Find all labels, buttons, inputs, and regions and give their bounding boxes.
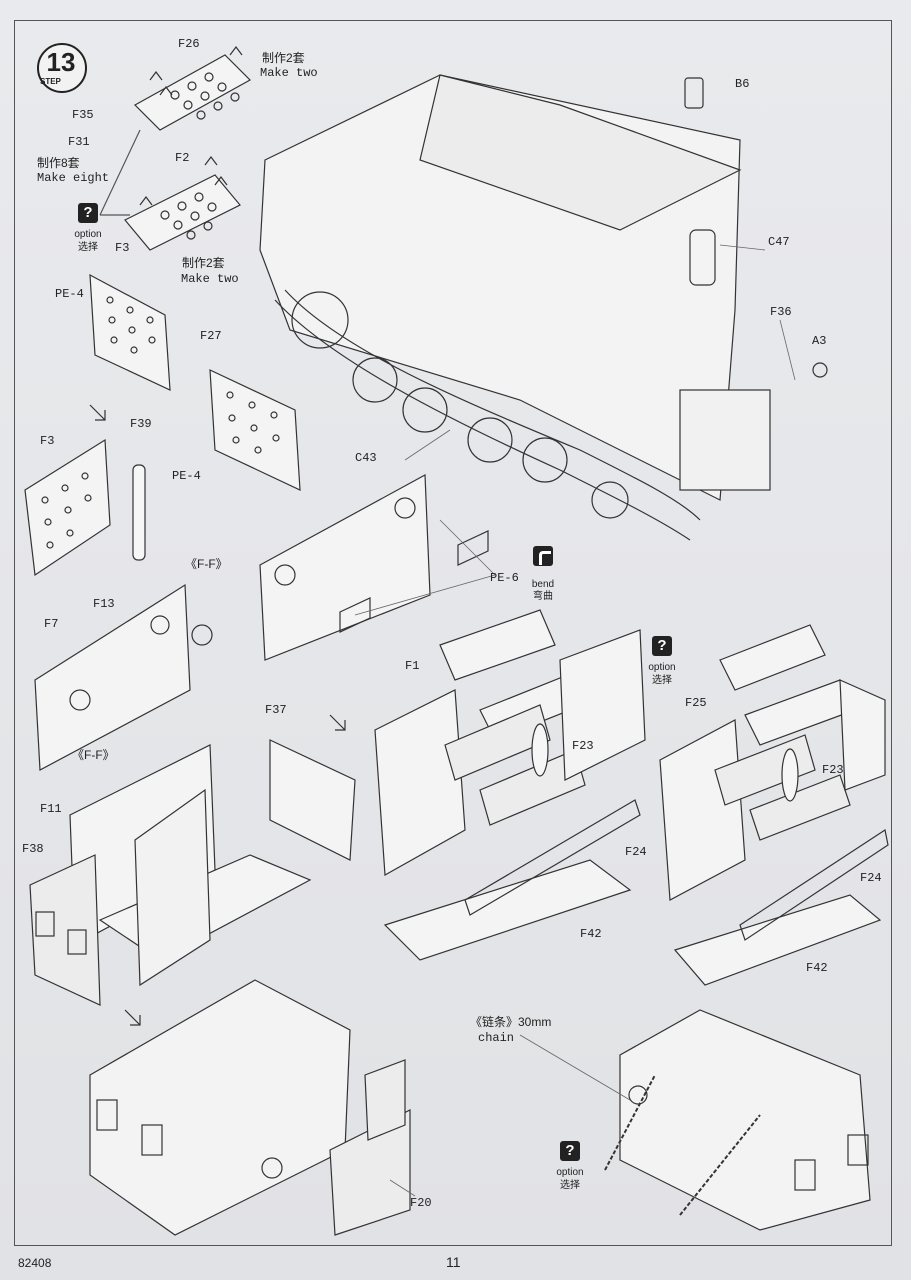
step-number: 13 (46, 47, 76, 77)
step-word: STEP (40, 77, 61, 86)
question-icon: ? (652, 636, 672, 656)
label-c43: C43 (355, 451, 377, 465)
label-make-two-cn-2: 制作2套 (182, 256, 225, 270)
label-f20: F20 (410, 1196, 432, 1210)
bend-icon (533, 546, 553, 566)
label-f3-b: F3 (40, 434, 55, 448)
label-make-two-cn-1: 制作2套 (262, 51, 305, 65)
f11-box-art (29, 739, 356, 1006)
label-f23-a: F23 (572, 739, 594, 753)
label-f2: F2 (175, 151, 190, 165)
label-f36: F36 (770, 305, 792, 319)
label-a3: A3 (812, 334, 827, 348)
label-make-eight-en: Make eight (37, 171, 110, 185)
label-b6: B6 (735, 77, 750, 91)
label-bend-cn: 弯曲 (533, 591, 553, 602)
label-f37: F37 (265, 703, 287, 717)
step-badge-art (37, 43, 87, 93)
label-f25: F25 (685, 696, 707, 710)
label-f35: F35 (72, 108, 94, 122)
label-f26: F26 (178, 37, 200, 51)
option-label-cn: 选择 (78, 242, 98, 253)
question-icon: ? (78, 203, 98, 223)
label-f11: F11 (40, 802, 62, 816)
label-pe4-b: PE-4 (172, 469, 201, 483)
vehicle-hull-art (259, 74, 828, 541)
label-f24-b: F24 (860, 871, 882, 885)
label-f1: F1 (405, 659, 420, 673)
label-ff-bottom: 《F-F》 (72, 748, 115, 762)
label-ff-top: 《F-F》 (185, 557, 228, 571)
label-f23-b: F23 (822, 763, 844, 777)
bottom-left-box-art (89, 979, 411, 1236)
label-f31: F31 (68, 135, 90, 149)
label-f7: F7 (44, 617, 59, 631)
step-marker: 13 STEP (36, 44, 86, 94)
f3-panel-art (89, 273, 171, 391)
label-make-two-en-1: Make two (260, 66, 318, 80)
f27-panel-art (209, 369, 301, 491)
label-f3-a: F3 (115, 241, 130, 255)
label-make-two-en-2: Make two (181, 272, 239, 286)
f2-plate-art (124, 156, 241, 251)
label-chain-cn: 《链条》30mm (470, 1015, 552, 1029)
page-number: 11 (446, 1254, 461, 1270)
f26-plate-art (134, 46, 251, 131)
f25-rack-art (659, 624, 889, 986)
label-f42-a: F42 (580, 927, 602, 941)
page-frame (14, 20, 892, 1246)
label-f24-a: F24 (625, 845, 647, 859)
label-pe6: PE-6 (490, 571, 519, 585)
label-f13: F13 (93, 597, 115, 611)
label-bend-en: bend (531, 579, 555, 590)
label-make-eight-cn: 制作8套 (37, 156, 80, 170)
option-label-en: option (648, 662, 676, 673)
pe6-assembly-art (259, 474, 489, 661)
option-label-en: option (74, 229, 102, 240)
bottom-right-box-art (604, 1009, 871, 1231)
label-chain-en: chain (478, 1031, 515, 1045)
label-f38: F38 (22, 842, 44, 856)
f7-assembly-art (34, 583, 213, 771)
label-f39: F39 (130, 417, 152, 431)
product-code: 82408 (18, 1256, 52, 1270)
option-label-en: option (556, 1167, 584, 1178)
f3-panel-b-art (24, 438, 146, 577)
option-label-cn: 选择 (560, 1180, 580, 1191)
f1-rack-art (374, 609, 646, 961)
label-c47: C47 (768, 235, 790, 249)
option-label-cn: 选择 (652, 675, 672, 686)
label-f42-b: F42 (806, 961, 828, 975)
question-icon: ? (560, 1141, 580, 1161)
label-f27: F27 (200, 329, 222, 343)
label-pe4-a: PE-4 (55, 287, 84, 301)
